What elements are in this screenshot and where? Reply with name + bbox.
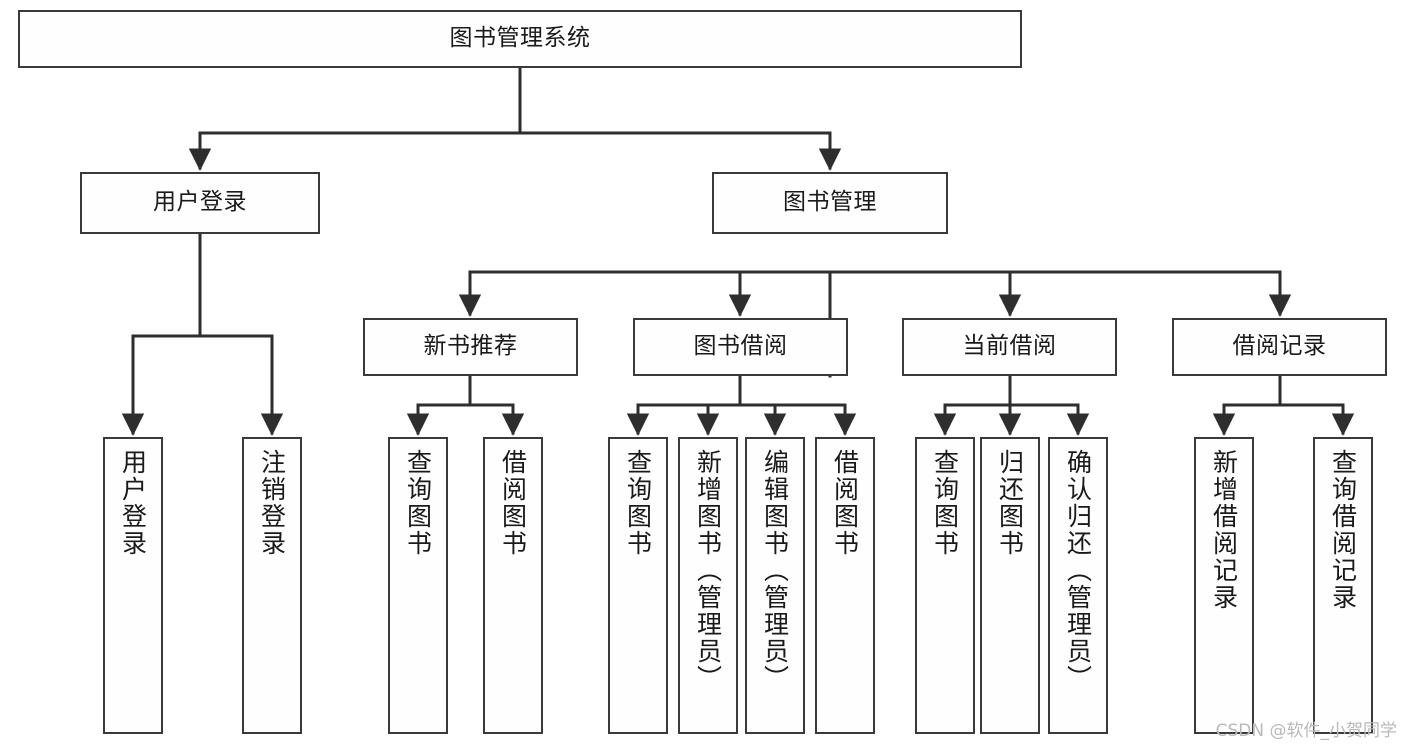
leaf-label: 确认归还（管理员）	[1063, 449, 1093, 692]
leaf-new-book-query[interactable]: 查询图书	[388, 437, 448, 734]
leaf-label: 归还图书	[995, 449, 1025, 557]
leaf-label: 用户登录	[118, 449, 148, 557]
node-book-manage-label: 图书管理	[783, 189, 877, 216]
node-new-book-recommend-label: 新书推荐	[423, 333, 518, 360]
leaf-book-borrow-borrow[interactable]: 借阅图书	[815, 437, 875, 734]
leaf-label: 新增图书（管理员）	[693, 449, 723, 692]
leaf-book-borrow-edit[interactable]: 编辑图书（管理员）	[745, 437, 805, 734]
leaf-label: 查询图书	[930, 449, 960, 557]
node-new-book-recommend[interactable]: 新书推荐	[363, 318, 578, 376]
node-root[interactable]: 图书管理系统	[18, 10, 1022, 68]
leaf-current-borrow-return[interactable]: 归还图书	[980, 437, 1040, 734]
leaf-new-book-borrow[interactable]: 借阅图书	[483, 437, 543, 734]
watermark: CSDN @软件_小贺同学	[1215, 721, 1397, 741]
node-book-borrow-label: 图书借阅	[693, 333, 788, 360]
leaf-borrow-record-add[interactable]: 新增借阅记录	[1194, 437, 1254, 734]
leaf-label: 借阅图书	[830, 449, 860, 557]
leaf-label: 查询图书	[403, 449, 433, 557]
leaf-label: 新增借阅记录	[1209, 449, 1239, 611]
node-user-login-label: 用户登录	[153, 189, 247, 216]
leaf-book-borrow-query[interactable]: 查询图书	[608, 437, 668, 734]
leaf-label: 编辑图书（管理员）	[760, 449, 790, 692]
node-current-borrow-label: 当前借阅	[962, 333, 1057, 360]
leaf-label: 借阅图书	[498, 449, 528, 557]
node-user-login[interactable]: 用户登录	[80, 172, 320, 234]
leaf-borrow-record-query[interactable]: 查询借阅记录	[1313, 437, 1373, 734]
node-book-manage[interactable]: 图书管理	[712, 172, 948, 234]
node-borrow-record[interactable]: 借阅记录	[1172, 318, 1387, 376]
leaf-user-login-login[interactable]: 用户登录	[103, 437, 163, 734]
leaf-label: 查询借阅记录	[1328, 449, 1358, 611]
node-borrow-record-label: 借阅记录	[1232, 333, 1327, 360]
leaf-label: 注销登录	[257, 449, 287, 557]
node-current-borrow[interactable]: 当前借阅	[902, 318, 1117, 376]
leaf-current-borrow-query[interactable]: 查询图书	[915, 437, 975, 734]
node-book-borrow[interactable]: 图书借阅	[633, 318, 848, 376]
node-root-label: 图书管理系统	[449, 25, 591, 52]
leaf-current-borrow-confirm[interactable]: 确认归还（管理员）	[1048, 437, 1108, 734]
leaf-user-login-logout[interactable]: 注销登录	[242, 437, 302, 734]
leaf-label: 查询图书	[623, 449, 653, 557]
leaf-book-borrow-add[interactable]: 新增图书（管理员）	[678, 437, 738, 734]
